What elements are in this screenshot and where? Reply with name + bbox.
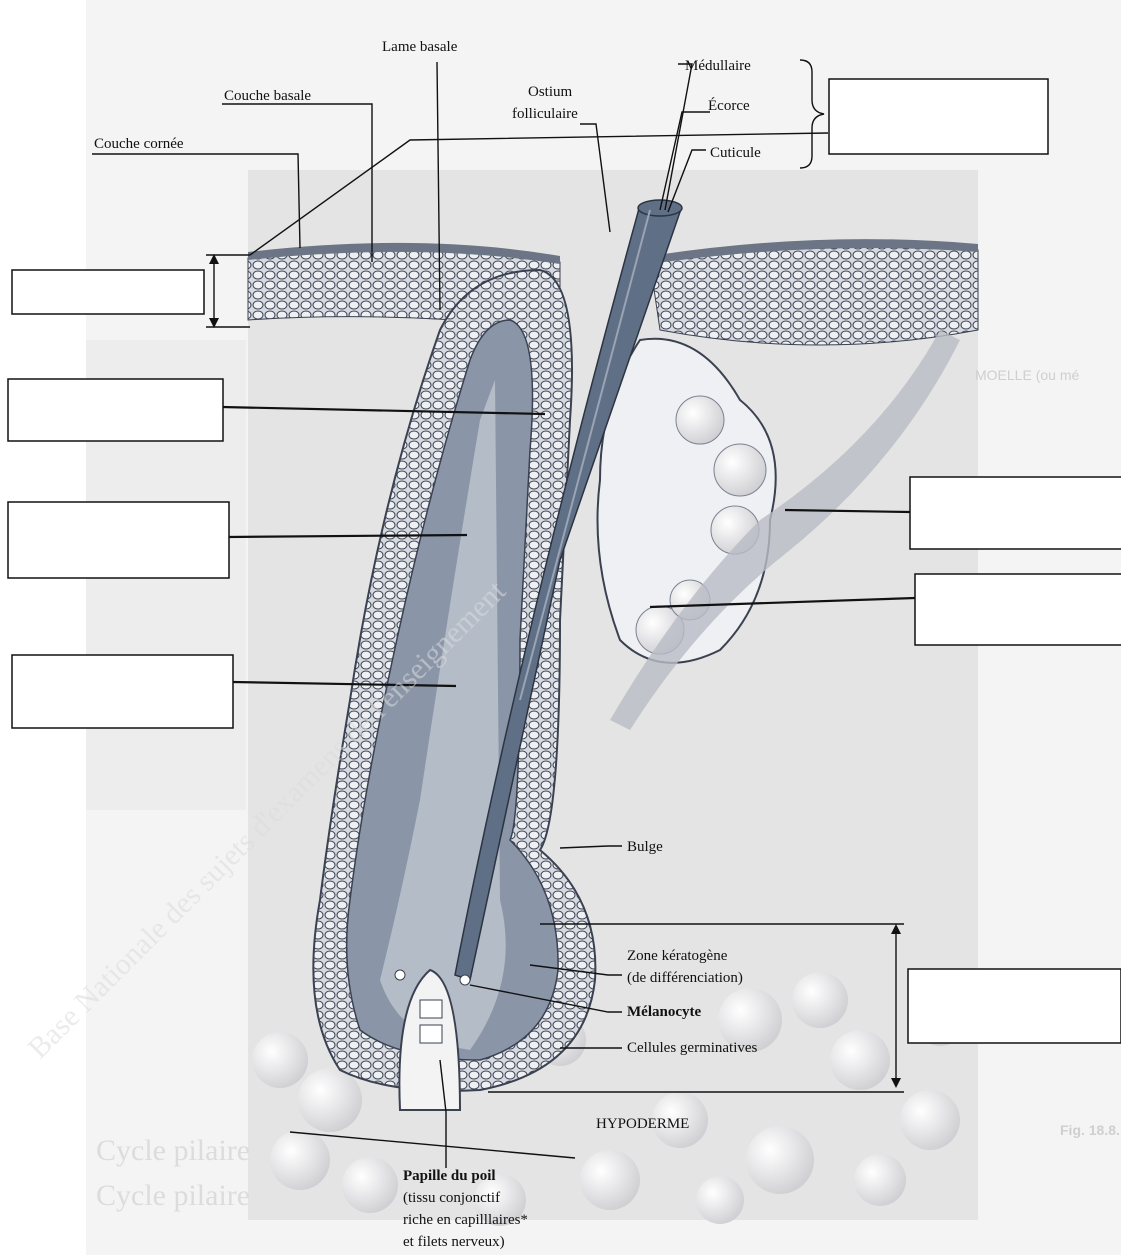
answer-box-4[interactable] bbox=[910, 477, 1121, 549]
label-medullaire: Médullaire bbox=[685, 58, 751, 74]
label-couche-cornee: Couche cornée bbox=[94, 136, 184, 152]
label-papille-line4: et filets nerveux) bbox=[403, 1234, 505, 1250]
label-hypoderme: HYPODERME bbox=[596, 1116, 689, 1132]
label-papille-line3: riche en capilllaires* bbox=[403, 1212, 528, 1228]
label-papille-line1: Papille du poil bbox=[403, 1168, 496, 1184]
label-ostium-line1: Ostium bbox=[528, 84, 573, 100]
answer-box-3[interactable] bbox=[12, 655, 233, 728]
label-couche-basale: Couche basale bbox=[224, 88, 311, 104]
label-papille-line2: (tissu conjonctif bbox=[403, 1190, 500, 1206]
answer-box-bulb[interactable] bbox=[908, 969, 1121, 1043]
background-text-modelle: MOELLE (ou mé bbox=[975, 367, 1079, 383]
label-ecorce: Écorce bbox=[708, 97, 750, 114]
answer-box-5[interactable] bbox=[915, 574, 1121, 645]
answer-box-1[interactable] bbox=[8, 379, 223, 441]
label-bulge: Bulge bbox=[627, 839, 663, 855]
answer-box-hair-parts[interactable] bbox=[829, 79, 1048, 154]
label-zone-keratogene-line1: Zone kératogène bbox=[627, 948, 728, 964]
label-zone-keratogene-line2: (de différenciation) bbox=[627, 970, 743, 986]
background-text-cycle-2: Cycle pilaire bbox=[96, 1179, 250, 1212]
label-melanocyte: Mélanocyte bbox=[627, 1004, 701, 1020]
label-ostium-line2: folliculaire bbox=[512, 106, 578, 122]
label-lame-basale: Lame basale bbox=[382, 39, 458, 55]
label-cuticule: Cuticule bbox=[710, 145, 761, 161]
answer-box-2[interactable] bbox=[8, 502, 229, 578]
background-text-cycle-1: Cycle pilaire bbox=[96, 1134, 250, 1167]
answer-box-epidermis[interactable] bbox=[12, 270, 204, 314]
label-cellules-germinatives: Cellules germinatives bbox=[627, 1040, 758, 1056]
background-fig-caption: Fig. 18.8. Coupe longitudinale d'un foll… bbox=[1060, 1122, 1121, 1138]
